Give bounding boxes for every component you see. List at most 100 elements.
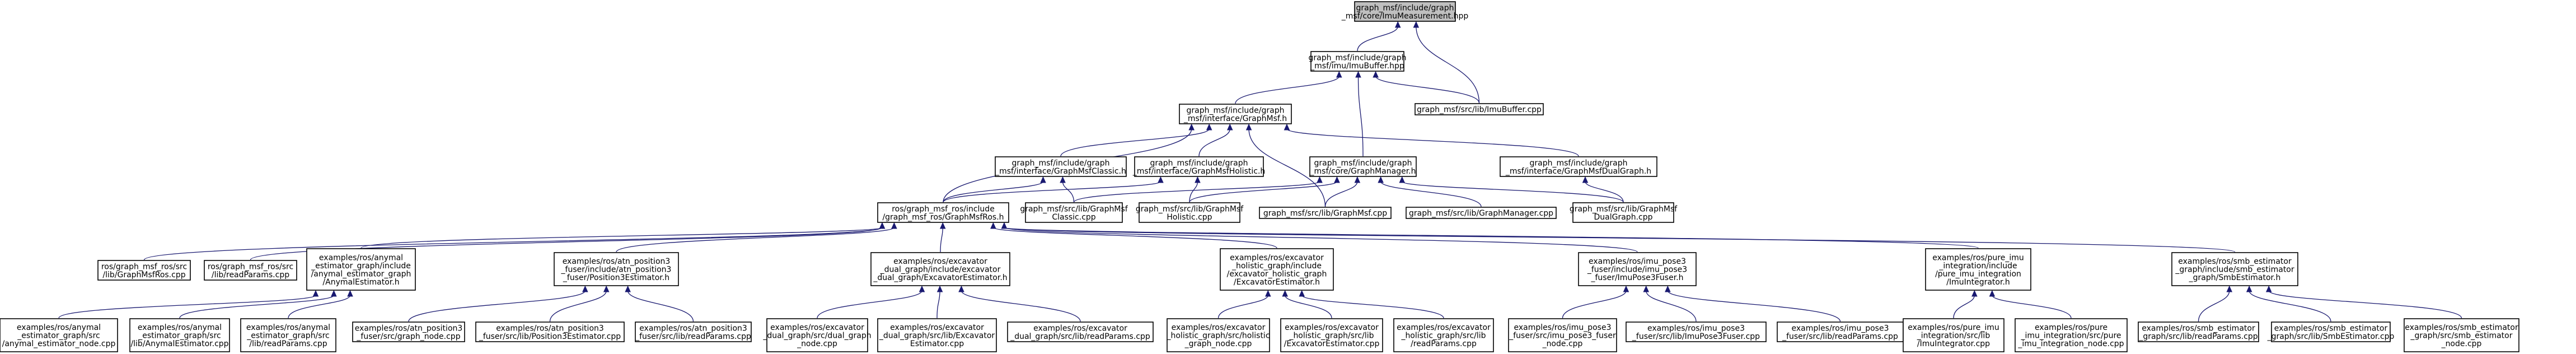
graph-node-dual-h[interactable]: graph_msf/include/graph_msf/interface/Gr… [1500, 156, 1657, 177]
edge-smb-h-to-smb-node [2265, 285, 2462, 319]
graph-node-graphmsf-h[interactable]: graph_msf/include/graph_msf/interface/Gr… [1179, 104, 1292, 124]
graph-node-exch-est[interactable]: examples/ros/excavator_holistic_graph/sr… [1280, 318, 1383, 352]
edge-classic-h-to-classic-cpp [1060, 176, 1075, 203]
node-label: examples/ros/imu_pose3_fuser/include/imu… [1587, 257, 1687, 282]
graph-node-imupose3-h[interactable]: examples/ros/imu_pose3_fuser/include/imu… [1578, 252, 1697, 286]
node-box [1179, 104, 1292, 124]
node-box [995, 156, 1127, 177]
graph-node-readparams-cpp[interactable]: ros/graph_msf_ros/src/lib/readParams.cpp [204, 260, 297, 281]
graph-node-atn-est[interactable]: examples/ros/atn_position3_fuser/src/lib… [475, 322, 625, 342]
edge-atn-h-to-atn-rp [625, 285, 694, 322]
edge-exc-dual-h-to-excd-rp [958, 285, 1081, 322]
edge-manager-h-to-holistic-cpp [1189, 176, 1340, 203]
graph-node-manager-cpp[interactable]: graph_msf/src/lib/GraphManager.cpp [1406, 207, 1557, 219]
graph-node-pure-int[interactable]: examples/ros/pure_imu_integration/src/li… [1903, 318, 2004, 352]
edge-smb-h-to-smb-rp [2198, 285, 2233, 322]
graph-node-excd-node[interactable]: examples/ros/excavator_dual_graph/src/du… [762, 318, 872, 352]
node-box [2171, 252, 2298, 286]
edge-imupose3-h-to-imup-rp [1665, 285, 1841, 322]
node-box [1572, 202, 1674, 223]
edge-imubuf-hpp-to-imubuf-cpp [1373, 71, 1480, 104]
graph-node-ros-h[interactable]: ros/graph_msf_ros/include/graph_msf_ros/… [877, 202, 1009, 223]
node-box [204, 260, 297, 281]
edge-exc-dual-h-to-excd-node [817, 285, 925, 319]
node-box [635, 322, 752, 342]
edge-ros-h-to-exc-dual-h [939, 222, 946, 253]
graph-node-imup-fuser[interactable]: examples/ros/imu_pose3_fuser/src/lib/Imu… [1626, 322, 1767, 342]
node-box [240, 318, 336, 352]
graph-node-holistic-h[interactable]: graph_msf/include/graph_msf/interface/Gr… [1132, 156, 1266, 177]
node-label: graph_msf/include/graph_msf/interface/Gr… [995, 159, 1126, 176]
node-box [352, 322, 465, 342]
node-label: examples/ros/pure_imu_integration/src/pu… [2017, 323, 2124, 348]
node-label: examples/ros/smb_estimator_graph/src/lib… [2138, 324, 2257, 341]
edge-graphmsf-h-to-classic-h [1060, 123, 1212, 157]
graph-node-anymal-est[interactable]: examples/ros/anymal_estimator_graph/src/… [129, 318, 230, 352]
node-label: ros/graph_msf_ros/include/graph_msf_ros/… [882, 204, 1004, 222]
node-box [766, 318, 868, 352]
graph-node-exch-rp[interactable]: examples/ros/excavator_holistic_graph/sr… [1393, 318, 1494, 352]
graph-node-excd-est[interactable]: examples/ros/excavator_dual_graph/src/li… [877, 318, 997, 352]
node-box [1415, 103, 1544, 115]
edge-exc-hol-h-to-exch-rp [1299, 290, 1444, 319]
graph-node-imup-node[interactable]: examples/ros/imu_pose3_fuser/src/imu_pos… [1508, 318, 1617, 352]
node-box [129, 318, 230, 352]
graph-node-imubuf-hpp[interactable]: graph_msf/include/graph_msf/imu/ImuBuffe… [1309, 51, 1407, 72]
graph-node-smb-node[interactable]: examples/ros/smb_estimator_graph/src/smb… [2404, 318, 2519, 352]
edge-ros-h-to-ros-cpp [143, 222, 886, 260]
edge-manager-h-to-classic-cpp [1073, 176, 1323, 203]
node-box [1220, 248, 1334, 291]
graph-node-root[interactable]: graph_msf/include/graph_msf/core/ImuMeas… [1341, 1, 1469, 22]
graph-node-excd-rp[interactable]: examples/ros/excavator_dual_graph/src/li… [1007, 322, 1154, 342]
node-label: examples/ros/imu_pose3_fuser/src/imu_pos… [1509, 323, 1616, 348]
edge-smb-h-to-smb-est [2246, 285, 2331, 322]
graph-node-ros-cpp[interactable]: ros/graph_msf_ros/src/lib/GraphMsfRos.cp… [97, 260, 191, 281]
node-box [877, 318, 997, 352]
node-box [1309, 156, 1417, 177]
node-box [2015, 318, 2128, 352]
node-box [877, 202, 1009, 223]
edge-imupose3-h-to-imup-fuser [1643, 285, 1697, 322]
node-box [306, 248, 416, 291]
node-box [2138, 322, 2259, 342]
graph-node-atn-node[interactable]: examples/ros/atn_position3_fuser/src/gra… [352, 322, 465, 342]
node-label: graph_msf/include/graph_msf/interface/Gr… [1132, 159, 1266, 176]
node-box [1354, 1, 1456, 22]
graph-node-pureimu-h[interactable]: examples/ros/pure_imu_integration/includ… [1925, 248, 2031, 291]
graph-node-anymal-node[interactable]: examples/ros/anymal_estimator_graph/src/… [0, 318, 118, 352]
graph-node-atn-rp[interactable]: examples/ros/atn_position3_fuser/src/lib… [635, 322, 752, 342]
node-box [1134, 156, 1264, 177]
node-label: examples/ros/atn_position3_fuser/src/gra… [355, 324, 463, 341]
edge-imupose3-h-to-imup-node [1562, 285, 1629, 319]
graph-node-smb-rp[interactable]: examples/ros/smb_estimator_graph/src/lib… [2138, 322, 2259, 342]
graph-node-exc-dual-h[interactable]: examples/ros/excavator_dual_graph/includ… [870, 252, 1010, 286]
node-label: ros/graph_msf_ros/src/lib/readParams.cpp [208, 262, 293, 280]
graph-node-smb-est[interactable]: examples/ros/smb_estimator_graph/src/lib… [2267, 322, 2395, 342]
graph-node-pure-node[interactable]: examples/ros/pure_imu_integration/src/pu… [2015, 318, 2128, 352]
graph-node-smb-h[interactable]: examples/ros/smb_estimator_graph/include… [2171, 252, 2298, 286]
graph-node-anymal-h[interactable]: examples/ros/anymal_estimator_graph/incl… [306, 248, 416, 291]
graph-node-imup-rp[interactable]: examples/ros/imu_pose3_fuser/src/lib/rea… [1777, 322, 1904, 342]
node-label: examples/ros/excavator_holistic_graph/sr… [1397, 323, 1491, 348]
node-box [1393, 318, 1494, 352]
node-label: examples/ros/excavator_holistic_graph/in… [1227, 253, 1327, 287]
node-label: ros/graph_msf_ros/src/lib/GraphMsfRos.cp… [101, 262, 187, 280]
graph-node-classic-h[interactable]: graph_msf/include/graph_msf/interface/Gr… [995, 156, 1127, 177]
edge-exc-dual-h-to-excd-est [936, 285, 943, 319]
graph-node-graphmsf-cpp[interactable]: graph_msf/src/lib/GraphMsf.cpp [1259, 207, 1392, 219]
node-box [1259, 207, 1392, 219]
graph-node-anymal-rp[interactable]: examples/ros/anymal_estimator_graph/src/… [240, 318, 336, 352]
node-label: examples/ros/pure_imu_integration/src/li… [1908, 323, 1999, 348]
graph-node-exc-hol-h[interactable]: examples/ros/excavator_holistic_graph/in… [1220, 248, 1334, 291]
graph-node-atn-h[interactable]: examples/ros/atn_position3_fuser/include… [554, 252, 679, 286]
edge-ros-h-to-atn-h [616, 222, 897, 253]
graph-node-exch-node[interactable]: examples/ros/excavator_holistic_graph/sr… [1166, 318, 1270, 352]
edge-ros-h-to-anymal-h [360, 222, 886, 249]
graph-node-manager-h[interactable]: graph_msf/include/graph_msf/core/GraphMa… [1309, 156, 1417, 177]
graph-node-imubuf-cpp[interactable]: graph_msf/src/lib/ImuBuffer.cpp [1415, 103, 1544, 115]
